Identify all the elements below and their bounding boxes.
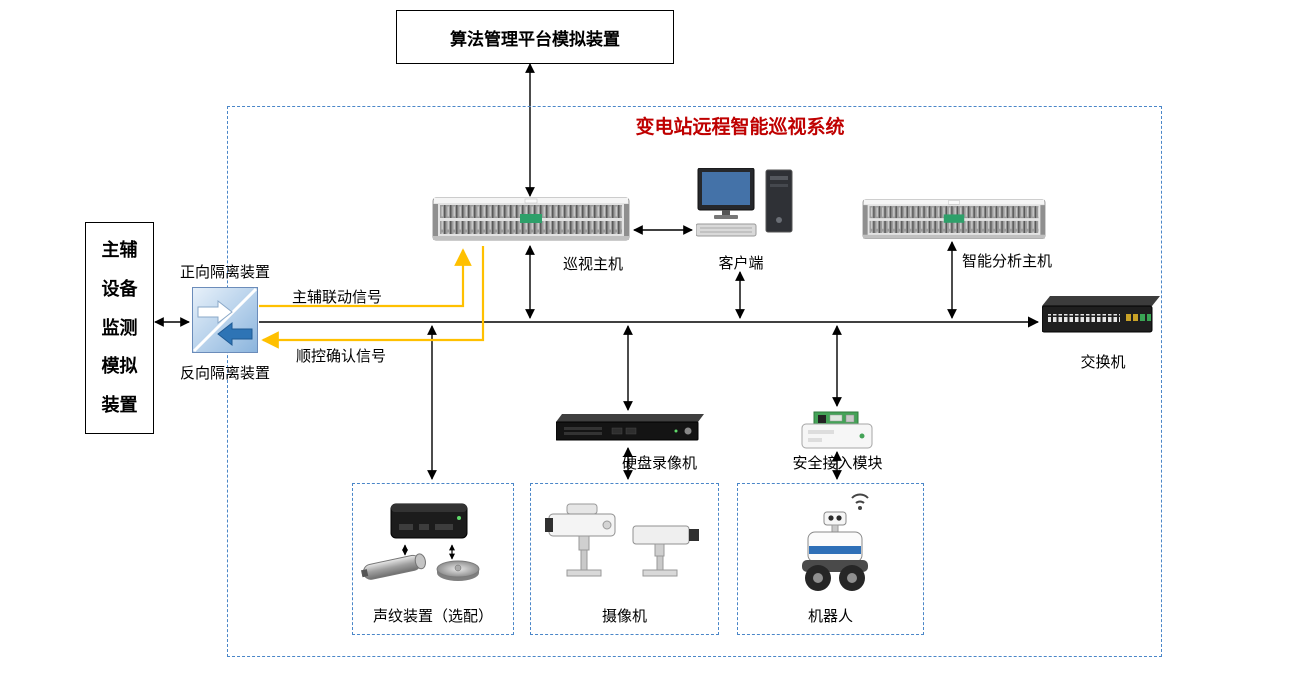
dvr-label: 硬盘录像机 [621, 455, 697, 472]
microphone-cylinder-icon [360, 553, 426, 580]
confirm-signal-label: 顺控确认信号 [296, 348, 387, 365]
voiceprint-host-icon [390, 503, 468, 539]
system-boundary [227, 106, 1162, 657]
forward-arrow-icon [197, 299, 233, 325]
ptz-camera-small-icon [632, 525, 699, 577]
system-title: 变电站远程智能巡视系统 [635, 117, 845, 138]
camera-group-box: 摄像机 [530, 483, 719, 635]
analysis-host-label: 智能分析主机 [961, 253, 1052, 270]
voiceprint-disc-icon [436, 560, 480, 581]
client-label: 客户端 [718, 255, 764, 272]
dvr-icon [556, 414, 704, 441]
voiceprint-group-label: 声纹装置（选配） [372, 608, 493, 625]
voiceprint-group-box: 声纹装置（选配） [352, 483, 514, 635]
security-module-icon [801, 411, 873, 449]
monitoring-device-box: 主辅 设备 监测 模拟 装置 [85, 222, 154, 434]
analysis-host-server-icon [862, 199, 1046, 240]
robot-group-box: 机器人 [737, 483, 924, 635]
isolation-device-icon [192, 287, 258, 353]
inspection-host-server-icon [432, 197, 630, 241]
monitoring-device-label: 主辅 设备 监测 模拟 装置 [101, 240, 138, 416]
client-computer-icon [696, 168, 793, 237]
reverse-arrow-icon [217, 321, 253, 347]
switch-label: 交换机 [1080, 354, 1126, 371]
algorithm-platform-box: 算法管理平台模拟装置 [396, 10, 674, 64]
reverse-isolation-label: 反向隔离装置 [179, 365, 270, 382]
algorithm-platform-label: 算法管理平台模拟装置 [450, 29, 620, 49]
ptz-camera-large-icon [545, 503, 616, 577]
wifi-icon [851, 493, 869, 510]
robot-icon [802, 493, 869, 591]
forward-isolation-label: 正向隔离装置 [179, 264, 270, 281]
linkage-signal-label: 主辅联动信号 [292, 289, 383, 306]
switch-icon [1042, 296, 1160, 333]
camera-group-label: 摄像机 [601, 608, 647, 625]
robot-group-label: 机器人 [807, 608, 853, 625]
inspection-host-label: 巡视主机 [562, 256, 623, 273]
security-module-label: 安全接入模块 [792, 455, 883, 472]
